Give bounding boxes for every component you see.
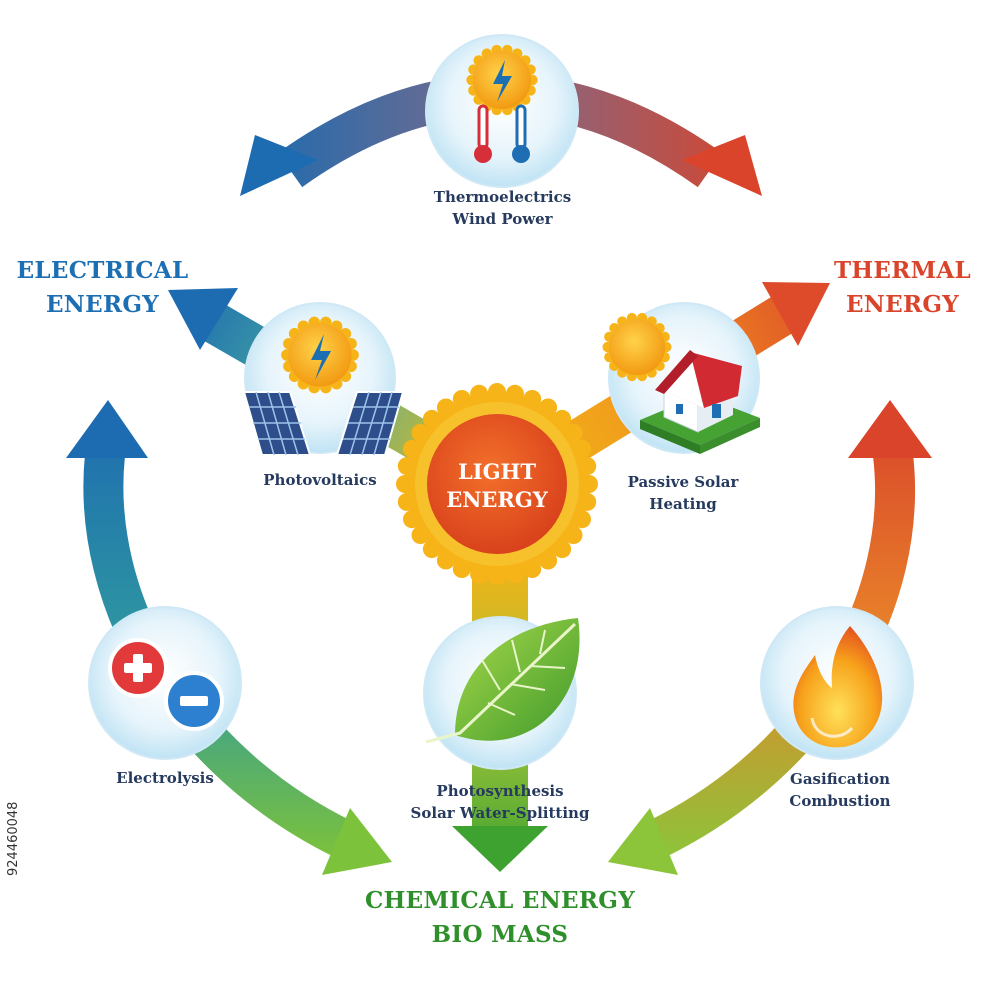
thermoelectrics-bubble (425, 34, 579, 188)
gasification-label: Gasification Combustion (770, 768, 910, 812)
passive-solar-line2: Heating (649, 495, 717, 513)
solar-panel-left-icon (242, 391, 312, 456)
gasification-line2: Combustion (789, 792, 891, 810)
house-icon (640, 350, 760, 454)
lightning-icon (493, 60, 512, 102)
plus-icon (108, 638, 168, 698)
photosynthesis-bubble (423, 616, 580, 770)
gasification-bubble (760, 606, 914, 760)
photosynthesis-line2: Solar Water-Splitting (410, 804, 590, 822)
flame-icon (793, 626, 883, 748)
stock-id-label: 924460048 (6, 801, 21, 876)
thermal-energy-label: THERMAL ENERGY (820, 254, 985, 322)
sun-icon (602, 312, 672, 382)
thermoelectrics-label: Thermoelectrics Wind Power (415, 186, 590, 230)
gasification-line1: Gasification (790, 770, 890, 788)
minus-icon (164, 671, 224, 731)
photosynthesis-line1: Photosynthesis (436, 782, 564, 800)
light-energy-label: LIGHT ENERGY (437, 458, 557, 514)
photovoltaics-label: Photovoltaics (250, 469, 390, 491)
electrical-energy-line1: ELECTRICAL (16, 257, 189, 284)
thermometer-hot-icon (474, 104, 492, 163)
passive-solar-line1: Passive Solar (627, 473, 739, 491)
electrical-energy-line2: ENERGY (45, 291, 160, 318)
photovoltaics-bubble (242, 302, 405, 456)
electrical-energy-label: ELECTRICAL ENERGY (10, 254, 195, 322)
photosynthesis-label: Photosynthesis Solar Water-Splitting (395, 780, 605, 824)
lightning-icon (311, 334, 331, 380)
chemical-energy-label: CHEMICAL ENERGY BIO MASS (330, 884, 670, 952)
electrolysis-label: Electrolysis (100, 767, 230, 789)
chemical-energy-line1: CHEMICAL ENERGY (365, 887, 635, 914)
light-energy-line2: ENERGY (446, 487, 548, 512)
solar-panel-right-icon (335, 391, 405, 456)
chemical-energy-line2: BIO MASS (431, 921, 569, 948)
thermoelectrics-line2: Wind Power (452, 210, 553, 228)
thermal-energy-line1: THERMAL (833, 257, 972, 284)
photovoltaics-line1: Photovoltaics (263, 471, 377, 489)
electrolysis-line1: Electrolysis (116, 769, 214, 787)
thermoelectrics-line1: Thermoelectrics (433, 188, 572, 206)
passive-solar-label: Passive Solar Heating (608, 471, 758, 515)
electrolysis-bubble (88, 606, 242, 760)
thermal-energy-line2: ENERGY (845, 291, 960, 318)
light-energy-sun (396, 383, 598, 585)
leaf-icon (425, 618, 580, 744)
light-energy-line1: LIGHT (458, 459, 536, 484)
thermometer-cold-icon (512, 104, 530, 163)
passive-solar-bubble (602, 302, 760, 454)
